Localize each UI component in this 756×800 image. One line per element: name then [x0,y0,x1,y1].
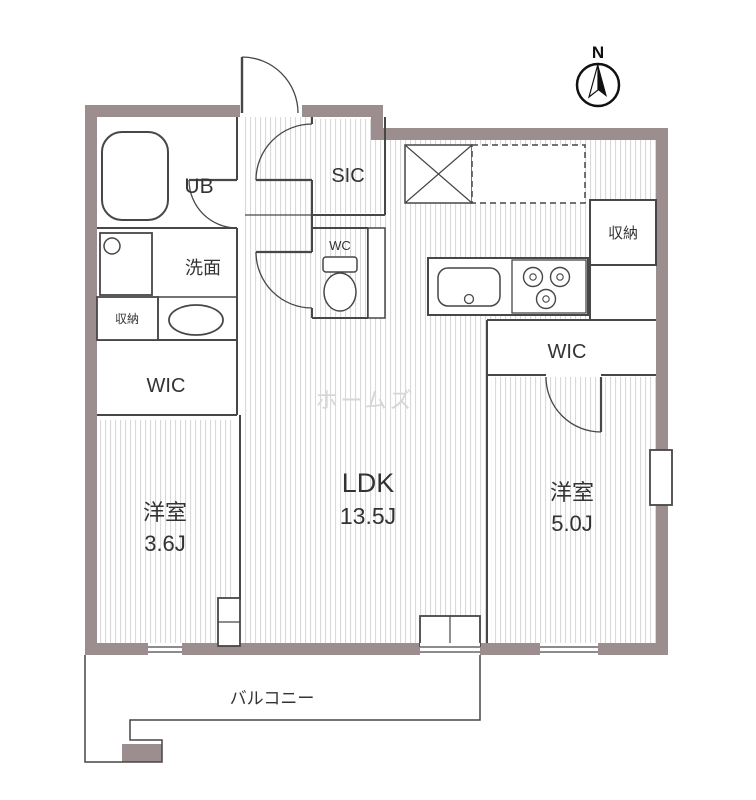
hatched-floors [97,117,656,643]
wc-door-arc [255,251,313,309]
kitchen-sink [437,267,501,307]
sink-drain-icon [463,293,475,305]
service-space-cross-icon [404,144,473,204]
right-wall-opening [649,449,673,506]
compass-needle-dark [598,64,607,97]
exterior-walls [85,105,668,762]
wc-label: WC [329,238,351,253]
window-glazing [420,646,480,653]
shoe-closet-label: SIC [331,165,364,187]
pipe-space [367,227,386,319]
washroom-storage-box [96,296,159,341]
bedroom-right-floor [491,377,656,643]
ldk-size: 13.5J [340,503,396,529]
vanity-sink [168,304,224,336]
wall-top-right [371,128,668,140]
bedroom-left-floor [97,420,235,643]
windows-and-sliding-doors [148,449,673,655]
unit-bath-label: UB [184,175,213,198]
north-compass: N [575,43,621,108]
balcony-label: バルコニー [230,689,315,708]
ldk-floor [245,117,656,643]
window-glazing [540,646,598,653]
compass-needle-light [587,63,599,99]
balcony-step-block [122,744,162,762]
bathtub [101,131,169,221]
window-gap [540,643,598,655]
bedroom-right-door [545,376,603,433]
balcony-sliding-door [419,615,481,647]
unit-bath-door-arc [188,179,238,229]
wall-right [656,128,668,655]
watermark: ホームズ [315,388,414,413]
room-labels: UB 洗面 収納 WIC 洋室 3.6J SIC WC LDK 13.5J 収納… [115,165,638,708]
stove-burner-center-icon [542,295,550,303]
window-bedroom-left [148,643,182,655]
vanity-counter [157,296,237,340]
bedroom-right-name: 洋室 [550,480,594,505]
ldk-name: LDK [342,468,395,498]
balcony-outline [84,655,481,763]
toilet-bowl [323,272,357,312]
washer-drain-icon [103,237,121,255]
bedroom-right-size: 5.0J [551,511,593,536]
unit-bath-door [188,178,238,229]
bedroom-left-size: 3.6J [144,531,186,556]
refrigerator-space [471,144,586,204]
north-label: N [592,43,604,62]
bedroom-left-name: 洋室 [143,500,187,525]
stove-burner-center-icon [529,273,537,281]
window-gap [148,643,182,655]
washroom-label: 洗面 [185,258,221,278]
window-gap [420,643,480,655]
toilet-tank [322,256,358,273]
wc-door [255,250,313,309]
bedroom-right-door-arc [545,376,602,433]
entrance-door [240,56,299,114]
wall-top-left [85,105,240,117]
wic-left-label: WIC [147,375,186,397]
shoe-closet-door [255,123,313,182]
wall-left [85,105,97,655]
wall-top-mid [302,105,383,117]
entrance-door-arc [241,56,299,114]
window-glazing [148,646,182,653]
window-ldk [420,643,480,655]
bedroom-left-sliding-door [217,597,241,647]
storage-right-label: 収納 [608,225,638,242]
door-swings [188,56,603,433]
fixtures [96,131,657,341]
wic-right-label: WIC [548,341,587,363]
stove-burner-center-icon [556,273,564,281]
shoe-closet-door-arc [255,123,313,181]
storage-right-box [589,199,657,266]
window-bedroom-right [540,643,598,655]
washroom-storage-label: 収納 [115,312,139,326]
washer-pan [99,232,153,296]
